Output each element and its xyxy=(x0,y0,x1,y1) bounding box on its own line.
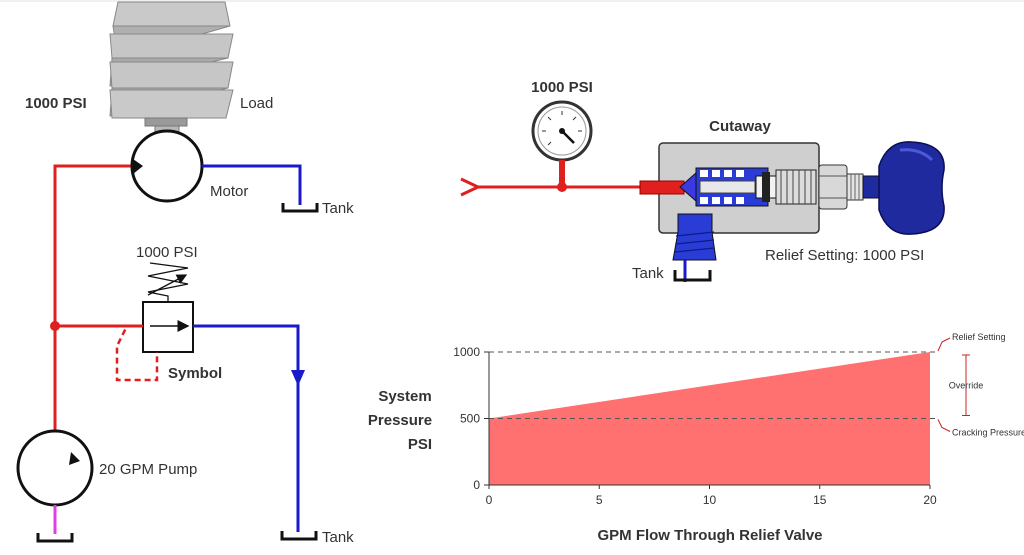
relief-leader-line xyxy=(937,337,951,352)
relief-setting-annotation: Relief Setting xyxy=(952,332,1006,342)
tank-bottom-icon xyxy=(280,531,318,541)
y-axis-title-line1: System xyxy=(378,388,431,405)
pressure-flow-chart: 0 500 1000 0 5 10 15 20 Relief Setting Overrid… xyxy=(368,332,1024,544)
load-weight-icon xyxy=(109,1,234,137)
y-tick-label: 1000 xyxy=(453,345,480,359)
junction-dot xyxy=(50,321,60,331)
tank-bottom-label: Tank xyxy=(322,529,354,546)
y-axis-title-line3: PSI xyxy=(408,436,432,453)
x-tick-label: 0 xyxy=(486,493,493,507)
valve-body xyxy=(639,142,820,261)
return-line-relief xyxy=(193,324,300,532)
adjuster-knob-icon xyxy=(818,141,945,235)
flow-arrow-icon xyxy=(291,370,305,386)
pump-label: 20 GPM Pump xyxy=(99,461,197,478)
tank-top-label: Tank xyxy=(322,200,354,217)
spring-icon xyxy=(147,262,189,302)
pressure-line-main xyxy=(53,164,131,438)
cutaway-tank-icon xyxy=(673,270,712,282)
pilot-line-dashed xyxy=(115,324,159,382)
tank-pump-icon xyxy=(36,533,74,543)
relief-setting-label: Relief Setting: 1000 PSI xyxy=(765,247,924,264)
left-circuit: 1000 PSI Load Motor Tank 1000 PSI Symbol xyxy=(16,1,354,546)
pump-icon xyxy=(16,429,94,507)
cutaway-title: Cutaway xyxy=(709,118,771,135)
relief-valve-symbol xyxy=(115,262,194,382)
x-axis-title: GPM Flow Through Relief Valve xyxy=(597,527,822,544)
x-tick-label: 20 xyxy=(923,493,937,507)
cracking-leader-line xyxy=(937,419,951,432)
override-annotation: Override xyxy=(949,380,984,390)
x-tick-label: 10 xyxy=(703,493,717,507)
cutaway-diagram: 1000 PSI Cutaway xyxy=(460,79,945,282)
y-tick-label: 0 xyxy=(473,478,480,492)
load-label: Load xyxy=(240,95,273,112)
motor-label: Motor xyxy=(210,183,248,200)
override-bracket xyxy=(937,337,970,432)
gauge-reading-label: 1000 PSI xyxy=(531,79,593,96)
symbol-label: Symbol xyxy=(168,365,222,382)
tank-top-icon xyxy=(281,203,319,213)
top-divider xyxy=(0,0,1024,2)
x-tick-label: 5 xyxy=(596,493,603,507)
inlet-arrow-icon xyxy=(460,177,482,197)
return-line-motor xyxy=(202,164,302,205)
motor-icon xyxy=(130,129,204,203)
pressure-gauge-icon xyxy=(531,100,593,185)
load-pressure-label: 1000 PSI xyxy=(25,95,87,112)
x-tick-label: 15 xyxy=(813,493,827,507)
y-tick-label: 500 xyxy=(460,412,480,426)
gauge-junction-dot xyxy=(557,182,567,192)
cutaway-tank-label: Tank xyxy=(632,265,664,282)
cracking-pressure-annotation: Cracking Pressure xyxy=(952,428,1024,438)
y-axis-title-line2: Pressure xyxy=(368,412,432,429)
relief-pressure-label: 1000 PSI xyxy=(136,244,198,261)
